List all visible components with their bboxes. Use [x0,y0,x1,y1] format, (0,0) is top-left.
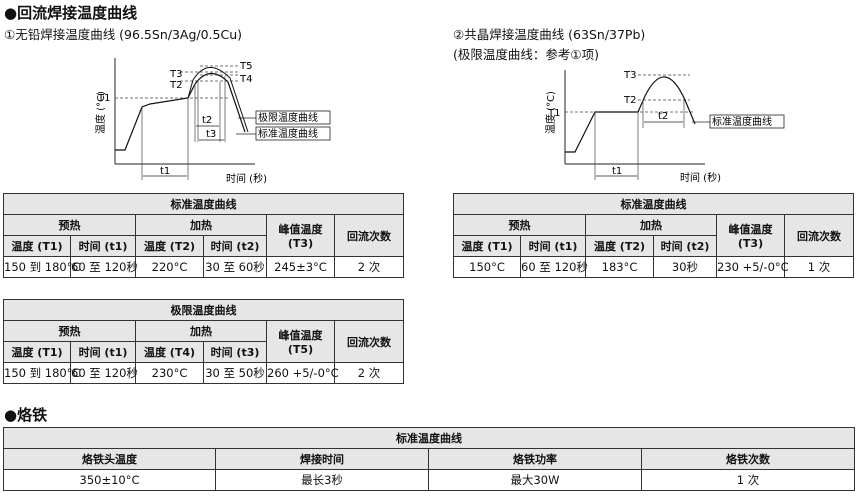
group-peak: 峰值温度(T5) [266,320,335,363]
table-cell: 150 到 180°C [3,256,81,278]
group-heating: 加热 [135,214,267,236]
table-cell: 350±10°C [3,469,216,491]
lead-free-standard-table: 标准温度曲线 预热 加热 峰值温度(T3) 回流次数 温度 (T1) 时间 (t… [2,193,405,278]
header-cell: 温度 (T1) [3,235,71,257]
table-cell: 183°C [585,256,654,278]
header-cell: 时间 (t2) [203,235,267,257]
header-cell: 烙铁次数 [641,448,855,470]
limit-profile-curve [187,67,249,133]
table-caption: 标准温度曲线 [3,427,855,449]
header-cell: 温度 (T1) [453,235,521,257]
table-cell: 150°C [453,256,521,278]
reflow-section-title: ●回流焊接温度曲线 [4,4,138,22]
eutectic-subtitle: ②共晶焊接温度曲线 (63Sn/37Pb) [453,27,646,42]
table-cell: 60 至 120秒 [70,256,138,278]
group-reflow-count: 回流次数 [783,214,855,257]
table-cell: 260 +5/-0°C [266,362,339,384]
table-cell: 30 至 50秒 [203,362,267,384]
level-label-t3: T3 [169,69,182,80]
lead-free-limit-table: 极限温度曲线 预热 加热 峰值温度(T5) 回流次数 温度 (T1) 时间 (t… [2,299,405,384]
group-peak: 峰值温度(T3) [716,214,785,257]
legend-limit-profile: 极限温度曲线 [258,111,318,124]
y-axis-label: 温度 (°C) [94,91,107,134]
table-caption: 极限温度曲线 [2,299,405,321]
level-label-t2: T2 [623,95,636,106]
eutectic-standard-table: 标准温度曲线 预热 加热 峰值温度(T3) 回流次数 温度 (T1) 时间 (t… [452,193,855,278]
table-cell: 220°C [135,256,204,278]
iron-section-title: ●烙铁 [4,406,48,424]
group-reflow-count: 回流次数 [333,214,405,257]
legend-standard-profile: 标准温度曲线 [258,127,318,140]
table-cell: 30秒 [653,256,717,278]
table-cell: 60 至 120秒 [70,362,138,384]
table-row: 150°C 60 至 120秒 183°C 30秒 230 +5/-0°C 1 … [453,256,855,278]
header-cell: 温度 (T4) [135,341,204,363]
table-cell: 1 次 [783,256,855,278]
span-label-t2: t2 [202,115,212,126]
y-axis-label: 温度 (°C) [544,91,557,134]
table-cell: 60 至 120秒 [520,256,588,278]
table-cell: 230 +5/-0°C [716,256,789,278]
level-label-t3: T3 [623,70,636,81]
group-heating: 加热 [135,320,267,342]
standard-profile-curve [565,76,696,153]
header-cell: 时间 (t3) [203,341,267,363]
header-cell: 时间 (t1) [70,341,136,363]
table-row: 350±10°C 最长3秒 最大30W 1 次 [3,469,855,491]
level-label-t5: T5 [239,61,252,72]
group-preheat: 预热 [3,214,136,236]
span-label-t1: t1 [612,166,622,177]
bullet-icon: ● [4,4,18,22]
header-cell: 焊接时间 [215,448,429,470]
table-caption: 标准温度曲线 [2,193,405,215]
lead-free-profile-graph: 温度 (°C) T1 T2 T3 T4 T5 t1 t2 t3 时间 (秒) 极… [94,58,331,185]
group-heating: 加热 [585,214,717,236]
bullet-icon: ● [4,406,18,424]
table-cell: 30 至 60秒 [203,256,267,278]
span-label-t2: t2 [658,111,668,122]
table-cell: 1 次 [641,469,855,491]
table-cell: 最大30W [428,469,642,491]
header-cell: 烙铁头温度 [3,448,216,470]
table-cell: 245±3°C [266,256,335,278]
eutectic-note: (极限温度曲线：参考①项) [453,47,599,62]
table-cell: 230°C [135,362,204,384]
table-cell: 2 次 [333,362,405,384]
group-reflow-count: 回流次数 [333,320,405,363]
level-label-t1: T1 [547,108,560,119]
eutectic-profile-graph: 温度 (°C) T1 T2 T3 t1 t2 时间 (秒) 标准温度曲线 [544,70,785,184]
header-cell: 时间 (t1) [520,235,586,257]
iron-standard-table: 标准温度曲线 烙铁头温度 焊接时间 烙铁功率 烙铁次数 350±10°C 最长3… [3,427,855,491]
legend-standard-profile: 标准温度曲线 [712,115,772,128]
table-row: 150 到 180°C 60 至 120秒 230°C 30 至 50秒 260… [3,362,405,384]
header-cell: 烙铁功率 [428,448,642,470]
level-label-t4: T4 [239,74,252,85]
span-label-t3: t3 [206,129,216,140]
lead-free-subtitle: ①无铅焊接温度曲线 (96.5Sn/3Ag/0.5Cu) [4,27,243,42]
group-peak: 峰值温度(T3) [266,214,335,257]
group-preheat: 预热 [453,214,586,236]
header-cell: 温度 (T1) [3,341,71,363]
table-cell: 2 次 [333,256,405,278]
table-cell: 最长3秒 [215,469,429,491]
x-axis-label: 时间 (秒) [680,171,721,184]
level-label-t1: T1 [97,93,110,104]
header-cell: 温度 (T2) [585,235,654,257]
header-cell: 时间 (t2) [653,235,717,257]
header-cell: 时间 (t1) [70,235,136,257]
group-preheat: 预热 [3,320,136,342]
x-axis-label: 时间 (秒) [226,172,267,185]
span-label-t1: t1 [160,166,170,177]
header-cell: 温度 (T2) [135,235,204,257]
level-label-t2: T2 [169,80,182,91]
table-cell: 150 到 180°C [3,362,81,384]
table-caption: 标准温度曲线 [452,193,855,215]
table-row: 150 到 180°C 60 至 120秒 220°C 30 至 60秒 245… [3,256,405,278]
